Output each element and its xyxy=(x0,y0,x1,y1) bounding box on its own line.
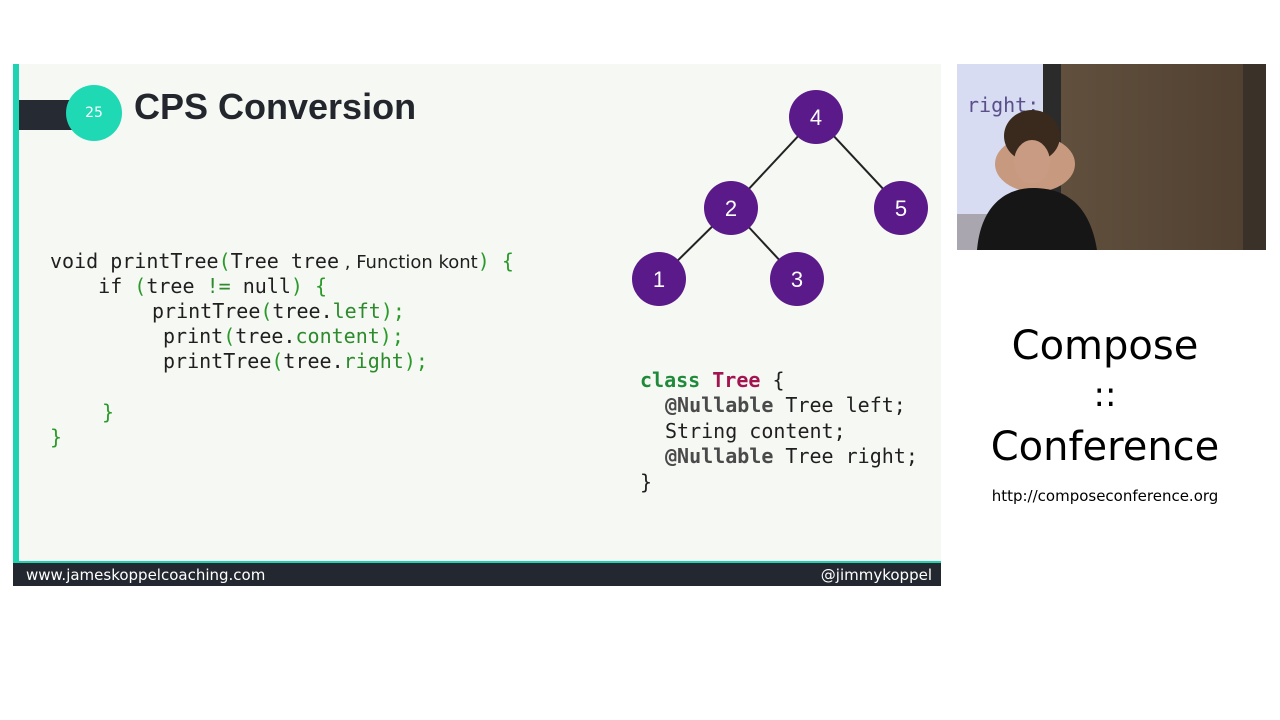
code-line: class Tree { xyxy=(640,368,785,392)
code-line: } xyxy=(102,400,115,424)
tree-node-label: 2 xyxy=(725,196,737,221)
tree-node-2: 2 xyxy=(704,181,758,235)
code-line: if (tree != null) { xyxy=(50,274,327,298)
binary-tree-diagram: 4 2 5 1 3 xyxy=(632,90,928,306)
code-line: void printTree(Tree tree , Function kont… xyxy=(50,249,514,273)
tree-node-5: 5 xyxy=(874,181,928,235)
code-line: @Nullable Tree right; xyxy=(665,444,918,468)
brand-line-compose: Compose xyxy=(1011,323,1199,369)
code-line: String content; xyxy=(665,419,846,443)
code-line: print(tree.content); xyxy=(163,324,404,348)
tree-node-label: 1 xyxy=(653,267,665,292)
tree-node-1: 1 xyxy=(632,252,686,306)
code-line: } xyxy=(50,425,63,449)
slide-number-badge: 25 xyxy=(66,85,122,141)
footer-website: www.jameskoppelcoaching.com xyxy=(26,566,266,584)
tree-node-label: 3 xyxy=(791,267,803,292)
tree-node-label: 4 xyxy=(810,105,822,130)
footer-handle: @jimmykoppel xyxy=(820,566,932,584)
code-line: printTree(tree.left); xyxy=(152,299,405,323)
slide-footer: www.jameskoppelcoaching.com @jimmykoppel xyxy=(13,561,941,586)
speaker-webcam: right: xyxy=(957,64,1266,250)
tree-node-4: 4 xyxy=(789,90,843,144)
tree-node-label: 5 xyxy=(895,196,907,221)
brand-url: http://composeconference.org xyxy=(991,487,1219,505)
tree-edges xyxy=(658,116,902,280)
brand-separator: :: xyxy=(1093,375,1117,415)
brand-line-conference: Conference xyxy=(990,424,1220,470)
code-line: } xyxy=(640,470,653,494)
tree-node-3: 3 xyxy=(770,252,824,306)
presentation-slide: 25 CPS Conversion void printTree(Tree tr… xyxy=(13,64,941,586)
speaker-video-frame: right: xyxy=(957,64,1266,250)
code-line: printTree(tree.right); xyxy=(163,349,428,373)
code-line: @Nullable Tree left; xyxy=(665,393,906,417)
speaker-person xyxy=(977,188,1097,250)
slide-title: CPS Conversion xyxy=(134,86,417,127)
slide-accent-bar xyxy=(13,64,19,561)
